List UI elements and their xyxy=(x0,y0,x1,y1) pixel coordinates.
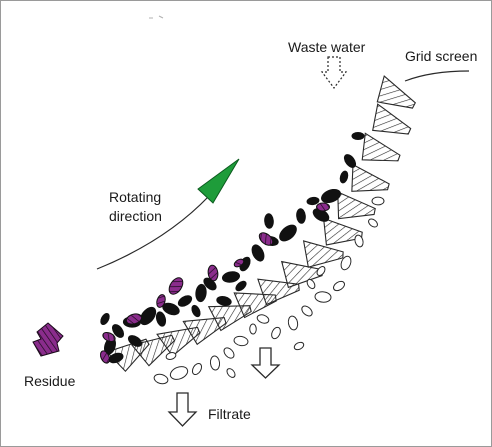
residue-piece xyxy=(258,232,274,246)
grid-screen-bars xyxy=(105,75,416,373)
residue-piece xyxy=(316,202,330,212)
filtrate-blob xyxy=(368,218,378,228)
solid-chunk xyxy=(343,154,357,168)
filtrate-blob xyxy=(233,335,249,347)
rotation-arrowhead xyxy=(197,158,240,204)
solid-chunk xyxy=(251,244,265,262)
filtrate-blob xyxy=(226,368,236,378)
filtrate-arrow-right xyxy=(250,347,281,379)
filtrate-blob xyxy=(271,326,281,340)
residue-arrow xyxy=(32,322,64,357)
filtrate-blob xyxy=(293,341,305,351)
grid-screen-leader xyxy=(404,70,470,82)
filtrate-blob xyxy=(191,362,203,376)
filtrate-blob xyxy=(301,305,313,317)
screened-solids xyxy=(100,132,365,364)
residue-label: Residue xyxy=(24,373,76,389)
grid-bar xyxy=(361,132,401,162)
filtrate-blob xyxy=(256,314,270,324)
filtrate-blob xyxy=(306,278,316,290)
top-mark xyxy=(149,15,164,19)
rotation-curve xyxy=(96,195,210,270)
solid-chunk xyxy=(279,224,297,242)
grid-bar xyxy=(351,163,390,192)
residue-piece xyxy=(168,277,184,295)
solid-chunk xyxy=(162,302,180,316)
grid-bar xyxy=(376,75,416,109)
residue-piece xyxy=(102,331,116,343)
residue-piece xyxy=(233,258,245,268)
filtrate-particles xyxy=(153,196,385,385)
solid-chunk xyxy=(312,208,330,222)
filtrate-blob xyxy=(153,373,169,385)
filtrate-blob xyxy=(371,196,385,206)
solid-chunk xyxy=(264,213,274,229)
filtrate-blob xyxy=(165,352,177,360)
filtrate-blob xyxy=(316,266,326,276)
solid-chunk xyxy=(339,170,349,184)
residue-piece xyxy=(99,350,111,364)
filtrate-blob xyxy=(169,366,189,380)
solid-chunk xyxy=(100,312,110,326)
filtrate-blob xyxy=(249,323,257,335)
grid-screen-label: Grid screen xyxy=(405,48,478,64)
solid-chunk xyxy=(235,280,247,292)
filtrate-arrow-bottom xyxy=(167,392,198,427)
filtrate-blob xyxy=(333,280,345,292)
filtrate-label: Filtrate xyxy=(208,406,251,422)
solid-chunk xyxy=(177,295,193,307)
solid-chunk xyxy=(216,296,232,306)
solid-chunk xyxy=(351,132,365,140)
solid-chunk xyxy=(296,208,306,224)
residue-particles xyxy=(99,202,330,364)
filtrate-blob xyxy=(354,234,364,248)
filtrate-blob xyxy=(314,291,332,303)
filtrate-blob xyxy=(209,355,221,371)
solid-chunk xyxy=(306,196,320,206)
grid-bar xyxy=(302,240,344,268)
waste-water-label: Waste water xyxy=(288,39,366,55)
solid-chunk xyxy=(191,304,201,318)
residue-piece xyxy=(207,264,219,282)
waste-water-arrow xyxy=(320,56,348,89)
grid-bar xyxy=(337,191,376,220)
solid-chunk xyxy=(127,335,143,347)
solid-chunk xyxy=(195,283,207,303)
grid-bar xyxy=(372,103,412,135)
rotating-direction-label-line1: Rotating xyxy=(109,189,162,205)
residue-piece xyxy=(156,294,166,308)
residue-piece xyxy=(125,313,143,325)
solid-chunk xyxy=(139,306,157,326)
filtrate-blob xyxy=(340,255,352,271)
rotating-direction-label-line2: direction xyxy=(109,208,162,224)
filtrate-blob xyxy=(287,315,299,331)
solid-chunk xyxy=(321,188,341,204)
filtrate-blob xyxy=(223,347,235,359)
grid-bar xyxy=(280,260,323,289)
solid-chunk xyxy=(221,271,241,283)
solid-chunk xyxy=(155,311,167,327)
solid-chunk xyxy=(111,324,125,338)
grid-bar xyxy=(156,326,201,357)
solid-chunk xyxy=(108,352,124,364)
